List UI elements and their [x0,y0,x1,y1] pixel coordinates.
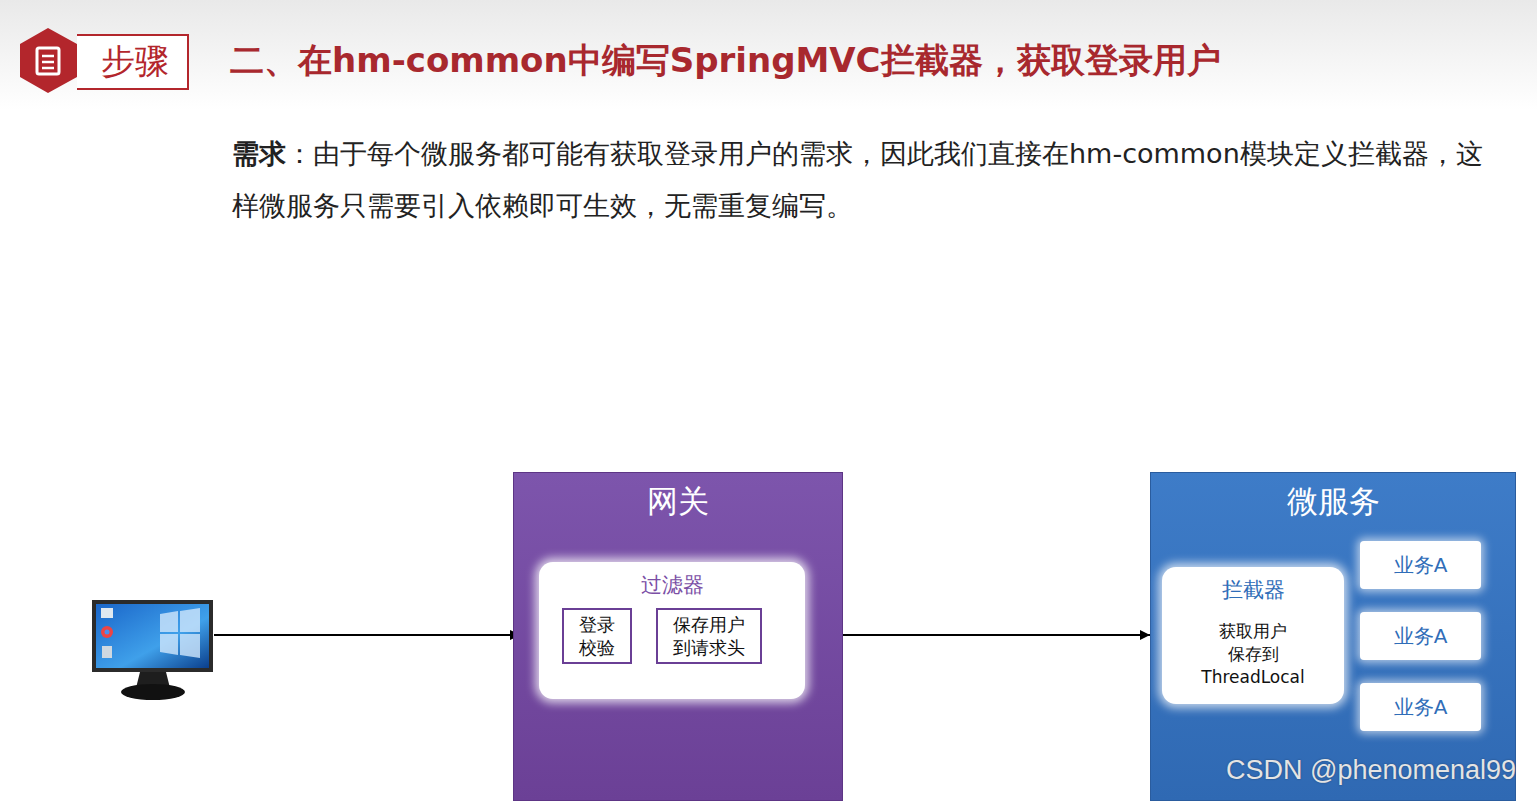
connector-arrow [843,634,1150,636]
node-text: 业务A [1394,552,1448,579]
step-icon-line [42,61,54,64]
node-content: 业务A [1394,694,1448,721]
node-text: 网关 [647,481,709,523]
node-text: 拦截器 [1222,576,1285,604]
requirement-paragraph: 需求：由于每个微服务都可能有获取登录用户的需求，因此我们直接在hm-common… [232,128,1507,232]
step-icon-page [37,48,59,74]
interceptor-box: 拦截器获取用户 保存到 ThreadLocal [1162,567,1344,704]
monitor-illustration [92,600,213,700]
process-box: 登录 校验 [562,608,632,664]
step-icon-line [42,67,54,70]
node-content: 保存用户 到请求头 [673,613,745,659]
node-content: 网关 [514,481,842,523]
node-text: 过滤器 [641,571,704,599]
node-text: 步骤 [95,39,169,85]
service-panel: 微服务拦截器获取用户 保存到 ThreadLocal 业务A 业务A 业务A [1150,472,1516,801]
gateway-panel: 网关过滤器登录 校验 保存用户 到请求头 [513,472,843,801]
node-content: 业务A [1394,623,1448,650]
node-body-text: 获取用户 保存到 ThreadLocal [1201,620,1305,689]
node-text: 业务A [1394,694,1448,721]
business-box: 业务A [1360,683,1481,731]
requirement-text: ：由于每个微服务都可能有获取登录用户的需求，因此我们直接在hm-common模块… [232,138,1483,221]
business-box: 业务A [1360,541,1481,589]
node-content: 过滤器 [539,571,805,599]
process-box: 保存用户 到请求头 [656,608,762,664]
step-box: 步骤 [77,34,189,90]
node-text: 业务A [1394,623,1448,650]
node-content: 微服务 [1151,481,1515,523]
watermark: CSDN @phenomenal99 [1226,755,1516,786]
client-arrow-line [214,634,512,636]
node-content: 步骤 [95,39,169,85]
node-text: 登录 校验 [579,613,615,659]
requirement-label: 需求 [232,138,286,169]
node-content: 登录 校验 [579,613,615,659]
business-box: 业务A [1360,612,1481,660]
node-content: 拦截器获取用户 保存到 ThreadLocal [1162,576,1344,689]
node-text: 微服务 [1287,481,1380,523]
filter-box: 过滤器登录 校验 保存用户 到请求头 [539,562,805,699]
node-content: 业务A [1394,552,1448,579]
step-icon-line [42,55,54,58]
node-text: 保存用户 到请求头 [673,613,745,659]
step-hexagon [20,28,77,93]
page-title: 二、在hm-common中编写SpringMVC拦截器，获取登录用户 [230,38,1221,84]
